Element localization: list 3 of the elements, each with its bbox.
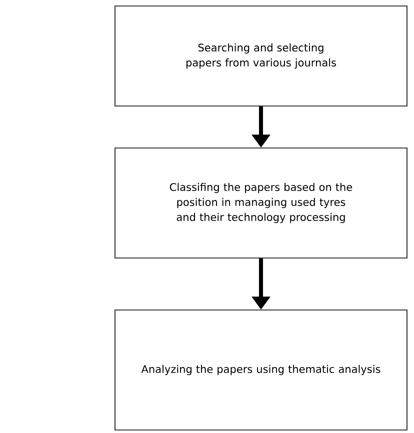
process-box: Searching and selecting papers from various journals xyxy=(114,6,408,106)
process-box: Analyzing the papers using thematic analysis xyxy=(114,310,408,430)
process-box: Classifing the papers based on the position in managing used tyres and their technology processing xyxy=(114,148,408,258)
